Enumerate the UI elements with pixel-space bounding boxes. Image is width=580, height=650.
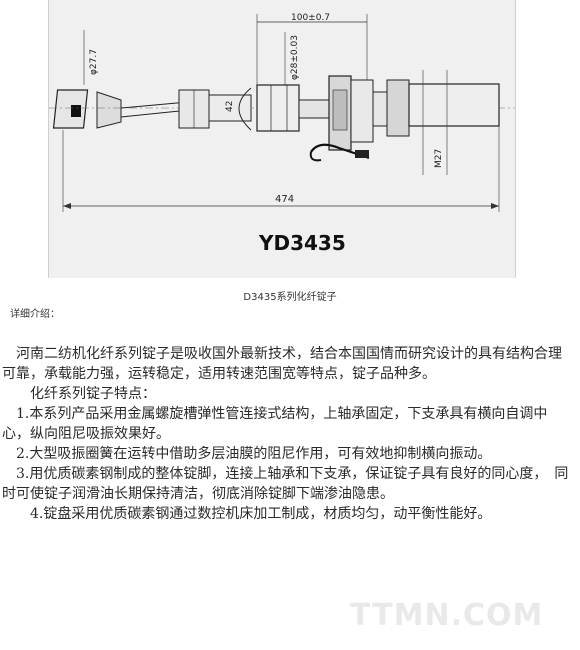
- paragraph-feature-4: 4.锭盘采用优质碳素钢通过数控机床加工制成，材质均匀，动平衡性能好。: [2, 506, 492, 522]
- lever-clip: [355, 150, 369, 158]
- lever-hook: [309, 151, 322, 162]
- figure-caption: D3435系列化纤锭子: [243, 292, 337, 303]
- dim-m27-label: M27: [434, 149, 444, 168]
- paragraph-feature-2: 2.大型吸振圈簧在运转中借助多层油膜的阻尼作用，可有效地抑制横向振动。: [2, 446, 492, 462]
- dim-100-label: 100±0.7: [291, 13, 330, 23]
- paragraph-features-heading: 化纤系列锭子特点：: [2, 386, 156, 402]
- footstep-tube: [408, 83, 500, 127]
- whorl-body: [52, 89, 89, 129]
- tube-collar: [372, 91, 388, 127]
- bolster-mid: [208, 94, 252, 122]
- tube-nut: [386, 79, 410, 137]
- dim-42-label: 42: [225, 101, 235, 112]
- dim-28-label: φ28±0.03: [290, 35, 300, 80]
- spindle-drawing-svg: 100±0.7 φ28±0.03 φ27.7 42: [49, 13, 515, 255]
- flange-inner: [332, 89, 348, 131]
- product-description: 河南二纺机化纤系列锭子是吸收国外最新技术，结合本国国情而研究设计的具有结构合理可…: [2, 344, 574, 524]
- bolster-curve: [238, 87, 252, 131]
- dim-474-label: 474: [275, 194, 294, 205]
- whorl-taper: [96, 91, 122, 129]
- paragraph-feature-1: 1.本系列产品采用金属螺旋槽弹性管连接式结构，上轴承固定，下支承具有横向自调中心…: [2, 406, 548, 442]
- arrow-left: [63, 203, 71, 209]
- brake-lever: [310, 143, 370, 160]
- paragraph-intro: 河南二纺机化纤系列锭子是吸收国外最新技术，结合本国国情而研究设计的具有结构合理可…: [2, 346, 562, 382]
- detail-section-label: 详细介绍：: [10, 309, 60, 320]
- shaft-segment: [298, 99, 330, 119]
- site-watermark: TTMN.COM: [350, 598, 544, 633]
- arrow-right: [491, 203, 499, 209]
- technical-drawing: 100±0.7 φ28±0.03 φ27.7 42: [48, 0, 516, 278]
- dim-27-label: φ27.7: [89, 49, 99, 75]
- model-name: YD3435: [258, 231, 346, 255]
- paragraph-feature-3: 3.用优质碳素钢制成的整体锭脚，连接上轴承和下支承，保证锭子具有良好的同心度， …: [2, 466, 569, 502]
- whorl-slot: [71, 105, 81, 117]
- bolster-housing: [256, 84, 300, 132]
- rail-block: [350, 79, 374, 143]
